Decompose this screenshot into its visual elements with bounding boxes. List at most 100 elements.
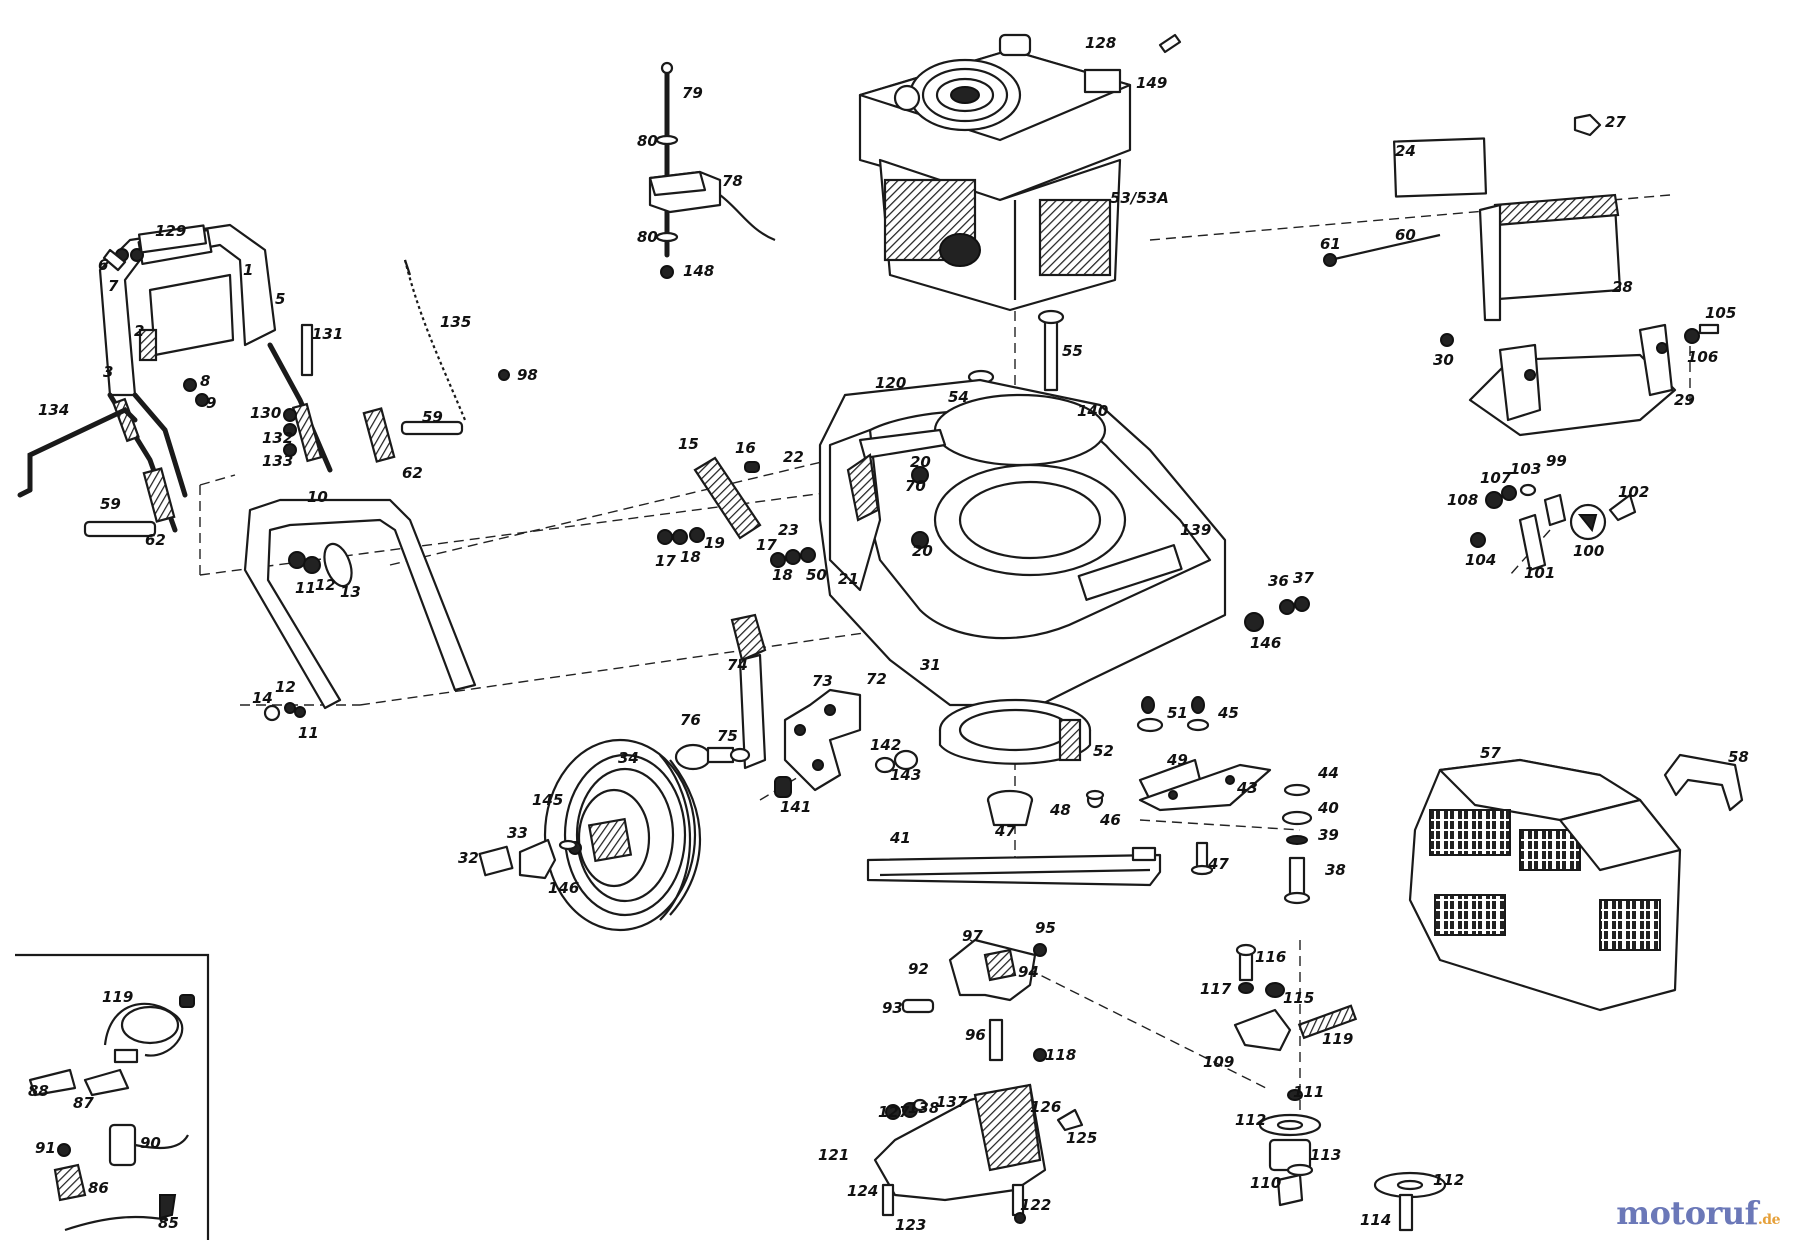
- wheel-bracket: [783, 688, 919, 792]
- part-label: 62: [402, 464, 423, 482]
- part-label: 135: [440, 313, 471, 331]
- part-label: 118: [1045, 1046, 1076, 1064]
- part-label: 93: [882, 999, 903, 1017]
- part-label: 45: [1217, 704, 1239, 722]
- part-label: 102: [1618, 483, 1649, 501]
- part-label: 146: [548, 879, 579, 897]
- part-label: 124: [847, 1182, 878, 1200]
- blade-bolt-stack: [1138, 758, 1313, 905]
- part-label: 134: [38, 401, 69, 419]
- part-label: 31: [920, 656, 941, 674]
- part-label: 107: [1480, 469, 1512, 487]
- part-label: 142: [870, 736, 901, 754]
- kill-switch-assembly: [648, 61, 776, 279]
- part-label: 122: [1020, 1196, 1051, 1214]
- part-label: 62: [145, 531, 166, 549]
- rear-wheel: [543, 738, 702, 932]
- part-label: 117: [1200, 980, 1232, 998]
- blade-adapter-assembly: [938, 698, 1104, 827]
- part-label: 53/53A: [1110, 189, 1169, 207]
- part-label: 59: [100, 495, 121, 513]
- part-label: 125: [1066, 1129, 1097, 1147]
- part-label: 129: [155, 222, 186, 240]
- rear-latch-parts: [1470, 483, 1637, 572]
- part-label: 96: [965, 1026, 986, 1044]
- part-label: 10: [307, 488, 328, 506]
- mulch-bracket-92: [901, 938, 1047, 1062]
- part-label: 24: [1395, 142, 1416, 160]
- part-label: 80: [637, 132, 658, 150]
- side-plate-15: [693, 456, 762, 540]
- part-label: 7: [108, 277, 119, 295]
- part-label: 78: [722, 172, 743, 190]
- part-label: 27: [1605, 113, 1626, 131]
- part-label: 130: [250, 404, 281, 422]
- lower-handle-bar: [243, 498, 477, 722]
- part-label: 90: [140, 1134, 161, 1152]
- part-label: 119: [1322, 1030, 1353, 1048]
- part-label: 140: [1077, 402, 1108, 420]
- bag-handle-58: [1663, 753, 1744, 812]
- part-label: 40: [1317, 799, 1339, 817]
- part-label: 88: [28, 1082, 49, 1100]
- part-label: 75: [717, 727, 738, 745]
- part-label: 34: [618, 749, 639, 767]
- part-label: 19: [704, 534, 725, 552]
- part-label: 58: [1728, 748, 1749, 766]
- part-label: 143: [890, 766, 921, 784]
- part-label: 73: [812, 672, 833, 690]
- part-label: 13: [340, 583, 361, 601]
- part-label: 94: [1018, 963, 1039, 981]
- watermark-main: motoruf: [1616, 1194, 1758, 1232]
- throttle-cable: [403, 259, 467, 421]
- part-label: 3: [103, 363, 113, 381]
- part-label: 141: [780, 798, 811, 816]
- part-label: 112: [1235, 1111, 1266, 1129]
- part-label: 108: [1447, 491, 1478, 509]
- part-label: 100: [1573, 542, 1604, 560]
- part-label: 109: [1203, 1053, 1234, 1071]
- part-label: 17: [655, 552, 676, 570]
- part-label: 52: [1093, 742, 1114, 760]
- part-label: 30: [1433, 351, 1454, 369]
- part-label: 12: [315, 576, 336, 594]
- part-label: 133: [262, 452, 293, 470]
- part-label: 38: [1325, 861, 1346, 879]
- blade-washers-left: [1085, 696, 1210, 801]
- part-label: 115: [1283, 989, 1314, 1007]
- part-label: 51: [1167, 704, 1188, 722]
- part-label: 145: [532, 791, 563, 809]
- part-label: 139: [1180, 521, 1211, 539]
- part-label: 54: [948, 388, 969, 406]
- part-label: 146: [1250, 634, 1281, 652]
- part-label: 105: [1705, 304, 1736, 322]
- part-label: 127: [878, 1103, 910, 1121]
- part-label: 16: [735, 439, 756, 457]
- wheel-hub-parts: [478, 838, 582, 880]
- part-label: 41: [889, 829, 911, 847]
- part-label: 138: [908, 1099, 939, 1117]
- part-label: 57: [1480, 744, 1501, 762]
- part-label: 47: [1207, 855, 1229, 873]
- part-label: 23: [778, 521, 799, 539]
- rear-hinge-bracket-29: [1468, 323, 1720, 437]
- part-label: 79: [682, 84, 703, 102]
- part-label: 149: [1136, 74, 1167, 92]
- part-label: 20: [912, 542, 933, 560]
- part-label: 8: [200, 372, 210, 390]
- part-label: 18: [680, 548, 701, 566]
- part-label: 116: [1255, 948, 1286, 966]
- part-label: 112: [1433, 1171, 1464, 1189]
- part-label: 36: [1268, 572, 1289, 590]
- part-label: 92: [908, 960, 929, 978]
- part-label: 11: [295, 579, 316, 597]
- part-label: 49: [1166, 751, 1188, 769]
- part-label: 113: [1310, 1146, 1341, 1164]
- rear-baffle-43: [1138, 763, 1272, 812]
- part-label: 123: [895, 1216, 926, 1234]
- part-label: 74: [727, 656, 748, 674]
- part-label: 119: [102, 988, 133, 1006]
- part-label: 91: [35, 1139, 56, 1157]
- part-label: 2: [134, 322, 144, 340]
